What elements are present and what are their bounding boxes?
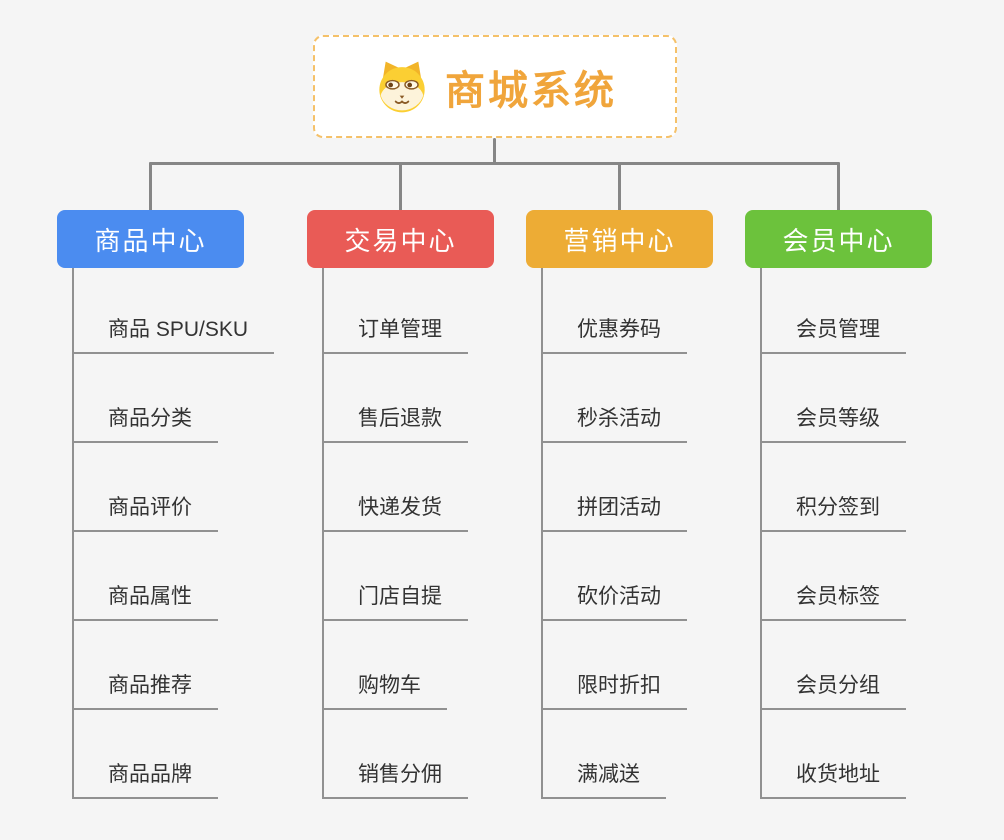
leaf-node[interactable]: 快递发货 [322,491,468,532]
leaf-node[interactable]: 收货地址 [760,758,906,799]
branch-trade: 交易中心 订单管理 售后退款 快递发货 门店自提 购物车 销售分佣 [307,210,562,799]
dog-face-icon [379,61,425,112]
branch-items-member: 会员管理 会员等级 积分签到 会员标签 会员分组 收货地址 [760,268,1000,799]
root-title: 商城系统 [445,68,617,113]
leaf-node[interactable]: 商品属性 [72,580,218,621]
branch-product: 商品中心 商品 SPU/SKU 商品分类 商品评价 商品属性 商品推荐 商品品牌 [57,210,312,799]
root-stem-connector [493,138,496,165]
branch-items-product: 商品 SPU/SKU 商品分类 商品评价 商品属性 商品推荐 商品品牌 [72,268,312,799]
leaf-node[interactable]: 限时折扣 [541,669,687,710]
leaf-node[interactable]: 会员标签 [760,580,906,621]
branch-header-marketing[interactable]: 营销中心 [526,210,713,268]
leaf-node[interactable]: 订单管理 [322,313,468,354]
branch-items-marketing: 优惠券码 秒杀活动 拼团活动 砍价活动 限时折扣 满减送 [541,268,781,799]
branch-header-trade[interactable]: 交易中心 [307,210,494,268]
leaf-node[interactable]: 商品评价 [72,491,218,532]
leaf-node[interactable]: 会员管理 [760,313,906,354]
leaf-node[interactable]: 满减送 [541,758,666,799]
leaf-node[interactable]: 商品推荐 [72,669,218,710]
leaf-node[interactable]: 商品 SPU/SKU [72,313,275,354]
branch-header-product[interactable]: 商品中心 [57,210,244,268]
drop-connector-marketing [618,162,621,212]
leaf-node[interactable]: 购物车 [322,669,447,710]
leaf-node[interactable]: 商品分类 [72,402,218,443]
leaf-node[interactable]: 售后退款 [322,402,468,443]
leaf-node[interactable]: 拼团活动 [541,491,687,532]
leaf-node[interactable]: 积分签到 [760,491,906,532]
leaf-node[interactable]: 会员分组 [760,669,906,710]
drop-connector-member [837,162,840,212]
leaf-node[interactable]: 会员等级 [760,402,906,443]
branch-items-trade: 订单管理 售后退款 快递发货 门店自提 购物车 销售分佣 [322,268,562,799]
leaf-node[interactable]: 销售分佣 [322,758,468,799]
root-node[interactable]: 商城系统 [313,35,677,138]
drop-connector-product [149,162,152,212]
branch-member: 会员中心 会员管理 会员等级 积分签到 会员标签 会员分组 收货地址 [745,210,1000,799]
branch-bus-connector [149,162,840,165]
leaf-node[interactable]: 优惠券码 [541,313,687,354]
branch-marketing: 营销中心 优惠券码 秒杀活动 拼团活动 砍价活动 限时折扣 满减送 [526,210,781,799]
leaf-node[interactable]: 砍价活动 [541,580,687,621]
leaf-node[interactable]: 商品品牌 [72,758,218,799]
leaf-node[interactable]: 门店自提 [322,580,468,621]
branch-header-member[interactable]: 会员中心 [745,210,932,268]
drop-connector-trade [399,162,402,212]
leaf-node[interactable]: 秒杀活动 [541,402,687,443]
